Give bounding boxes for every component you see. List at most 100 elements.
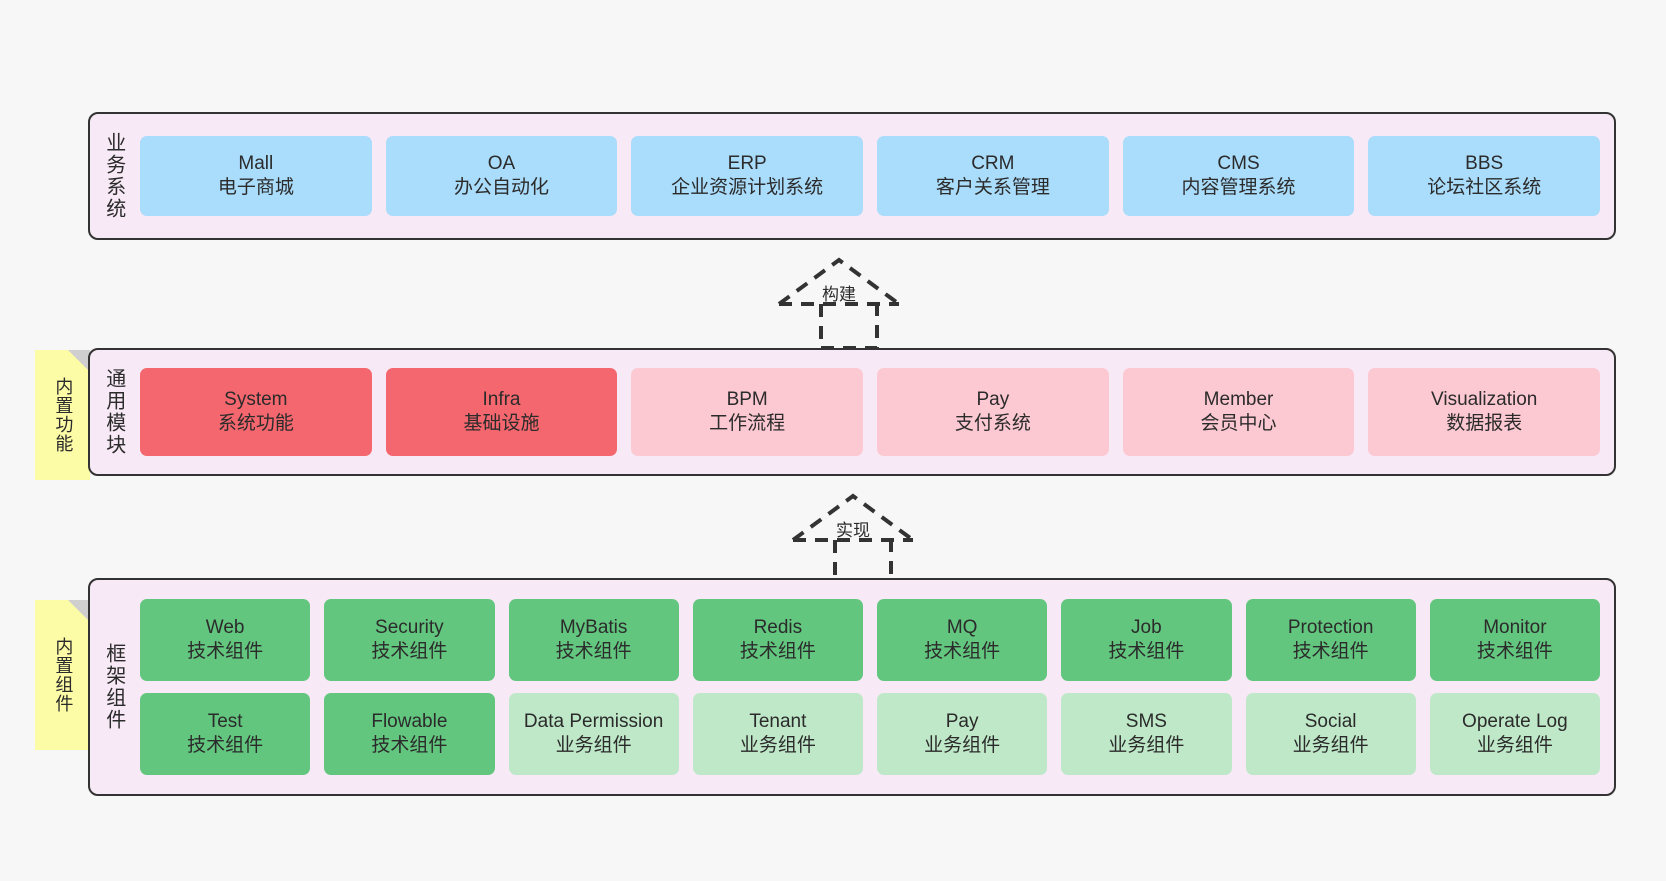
layer-modules-title: 通用模块: [102, 368, 125, 456]
card-title-en: SMS: [1125, 711, 1167, 733]
card-title-en: Pay: [945, 711, 979, 733]
card-title-cn: 技术组件: [187, 735, 264, 756]
card-title-cn: 会员中心: [1200, 413, 1277, 434]
card-title-en: Security: [375, 617, 444, 639]
card-title-cn: 内容管理系统: [1181, 177, 1296, 198]
card-title-cn: 技术组件: [371, 735, 448, 756]
note-builtin-features: 内置功能: [35, 350, 90, 480]
card-title-cn: 技术组件: [739, 641, 816, 662]
card-title-cn: 业务组件: [555, 735, 632, 756]
card-title-en: Infra: [482, 389, 521, 411]
card-title-en: Redis: [753, 617, 803, 639]
card-title-cn: 业务组件: [1476, 735, 1553, 756]
card-title-cn: 业务组件: [1108, 735, 1185, 756]
card-title-cn: 业务组件: [1292, 735, 1369, 756]
card-title-cn: 技术组件: [924, 641, 1001, 662]
card-title-cn: 支付系统: [954, 413, 1031, 434]
card-title-cn: 办公自动化: [454, 177, 550, 198]
card-title-cn: 数据报表: [1446, 413, 1523, 434]
card-title-en: ERP: [727, 153, 767, 175]
card-title-cn: 技术组件: [371, 641, 448, 662]
card-title-en: Job: [1131, 617, 1162, 639]
card-title-en: Tenant: [749, 711, 807, 733]
card-title-cn: 技术组件: [1292, 641, 1369, 662]
card-title-en: BBS: [1465, 153, 1504, 175]
connector-implement: 实现: [778, 484, 928, 586]
note-fold-corner-icon: [68, 600, 90, 622]
card-title-en: Visualization: [1431, 389, 1538, 411]
card-title-cn: 论坛社区系统: [1427, 177, 1542, 198]
card-title-cn: 技术组件: [1476, 641, 1553, 662]
card-title-en: Protection: [1287, 617, 1374, 639]
card-title-cn: 企业资源计划系统: [671, 177, 824, 198]
card-title-en: Mall: [238, 153, 274, 175]
card-title-cn: 系统功能: [217, 413, 294, 434]
card-title-en: Flowable: [371, 711, 448, 733]
note-builtin-features-label: 内置功能: [53, 377, 74, 453]
card-title-en: CRM: [971, 153, 1015, 175]
card-title-en: Data Permission: [523, 711, 664, 733]
card-title-en: Monitor: [1483, 617, 1547, 639]
card-title-cn: 电子商城: [217, 177, 294, 198]
card-title-en: Social: [1304, 711, 1357, 733]
card-title-en: System: [224, 389, 288, 411]
card-title-cn: 工作流程: [709, 413, 786, 434]
card-title-en: Web: [205, 617, 245, 639]
card-title-en: MQ: [946, 617, 978, 639]
card-title-cn: 技术组件: [555, 641, 632, 662]
card-title-cn: 技术组件: [187, 641, 264, 662]
card-title-en: OA: [487, 153, 516, 175]
card-title-cn: 技术组件: [1108, 641, 1185, 662]
card-title-cn: 基础设施: [463, 413, 540, 434]
note-fold-corner-icon: [68, 350, 90, 372]
note-builtin-components: 内置组件: [35, 600, 90, 750]
card-title-cn: 业务组件: [739, 735, 816, 756]
card-title-en: MyBatis: [559, 617, 628, 639]
connector-implement-label: 实现: [836, 521, 870, 540]
layer-framework-title: 框架组件: [102, 643, 125, 731]
card-title-cn: 客户关系管理: [935, 177, 1050, 198]
card-title-en: Member: [1203, 389, 1274, 411]
card-title-cn: 业务组件: [924, 735, 1001, 756]
card-title-en: Pay: [976, 389, 1010, 411]
card-title-en: Operate Log: [1462, 711, 1568, 733]
card-title-en: Test: [207, 711, 243, 733]
connector-build-label: 构建: [822, 285, 856, 304]
card-title-en: BPM: [726, 389, 768, 411]
